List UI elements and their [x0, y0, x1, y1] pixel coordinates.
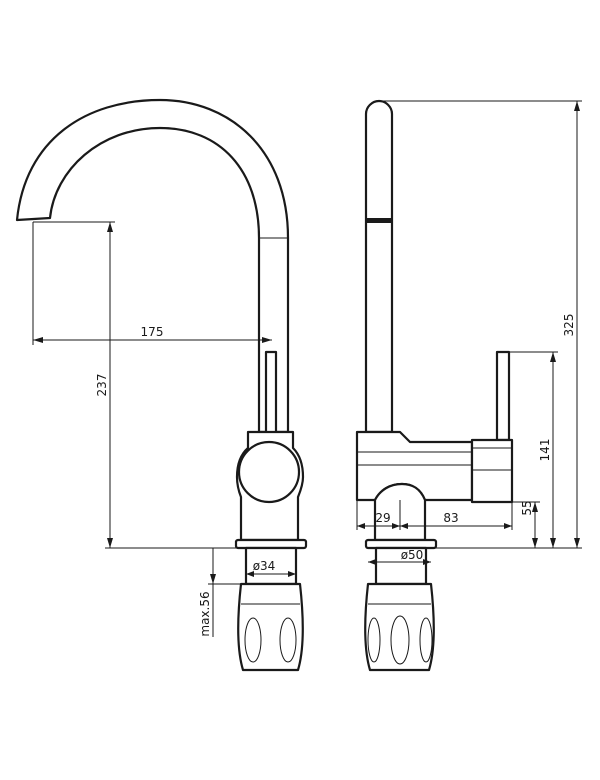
- dimension-label-diameter-50: ø50: [401, 548, 424, 562]
- dimension-label-83: 83: [443, 511, 458, 525]
- front-view: 175 237 ø34 max.56: [15, 98, 308, 672]
- dimension-label-diameter-34: ø34: [253, 559, 276, 573]
- base-ring: [234, 538, 308, 550]
- arrow-head: [33, 337, 43, 343]
- side-view: 325 141 55 29 83 ø50: [355, 99, 582, 672]
- arrow-head: [246, 571, 254, 577]
- arrow-head: [532, 538, 538, 548]
- arrow-head: [357, 523, 365, 529]
- fixing-nut-side: [364, 582, 435, 672]
- dimension-label-55: 55: [520, 500, 534, 515]
- arrow-head: [368, 559, 376, 565]
- dimension-label-175: 175: [141, 325, 164, 339]
- mounting-shank-side: [374, 546, 428, 586]
- spout-side: [364, 99, 394, 434]
- spout: [15, 98, 290, 434]
- nut-groove: [244, 617, 262, 663]
- nut-groove: [390, 615, 410, 665]
- dimension-label-29: 29: [375, 511, 390, 525]
- handle-lever-side: [495, 350, 511, 442]
- fixing-nut: [237, 582, 304, 672]
- handle-lever: [264, 350, 278, 446]
- arrow-head: [262, 337, 272, 343]
- arrow-head: [107, 538, 113, 548]
- dimension-label-141: 141: [538, 439, 552, 462]
- arrow-head: [288, 571, 296, 577]
- nut-groove: [279, 617, 297, 663]
- nut-groove: [419, 617, 433, 663]
- nut-groove: [367, 617, 381, 663]
- base-ring-side: [364, 538, 438, 550]
- arrow-head: [532, 502, 538, 512]
- handle-hub: [237, 440, 301, 504]
- arrow-head: [400, 523, 408, 529]
- arrow-head: [550, 538, 556, 548]
- arrow-head: [423, 559, 431, 565]
- arrow-head: [574, 538, 580, 548]
- arrow-head: [550, 352, 556, 362]
- mounting-shank: [244, 546, 298, 586]
- dimension-label-237: 237: [95, 374, 109, 397]
- spout-outlet: [367, 218, 391, 223]
- arrow-head: [504, 523, 512, 529]
- dimension-label-325: 325: [562, 314, 576, 337]
- arrow-head: [107, 222, 113, 232]
- cartridge-head: [470, 438, 514, 504]
- dimension-label-max-56: max.56: [198, 591, 212, 636]
- arrow-head: [392, 523, 400, 529]
- arrow-head: [210, 574, 216, 584]
- arrow-head: [574, 101, 580, 111]
